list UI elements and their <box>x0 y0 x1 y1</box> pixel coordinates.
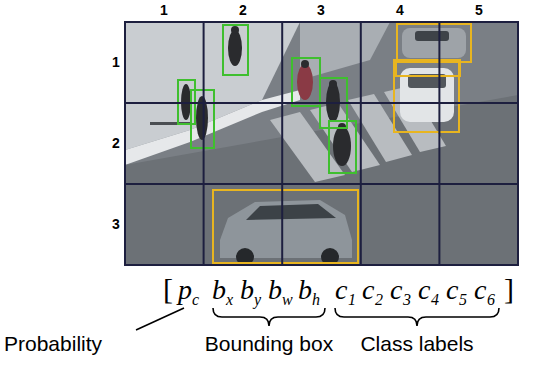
curly-brace <box>213 308 325 326</box>
grid-border <box>125 22 518 265</box>
vector-symbol: c <box>474 276 486 304</box>
vector-subscript: w <box>282 292 293 308</box>
yellow-boxes <box>213 24 471 263</box>
grid-line <box>203 22 205 265</box>
pedestrians <box>181 26 351 166</box>
car-box <box>394 60 459 132</box>
column-number: 4 <box>396 3 404 17</box>
person-head <box>329 80 337 88</box>
row-number: 3 <box>112 217 120 231</box>
vector-subscript: 6 <box>487 292 495 308</box>
car-box <box>397 24 471 62</box>
snow-patch <box>300 22 390 80</box>
row-number: 1 <box>112 55 120 69</box>
vector-subscript: x <box>226 292 233 308</box>
street-photo <box>125 22 518 266</box>
column-number: 1 <box>160 3 168 17</box>
vector-symbol: b <box>298 276 312 304</box>
braces <box>136 308 499 330</box>
curly-brace <box>335 308 499 326</box>
vector-subscript: c <box>192 292 199 308</box>
column-number: 3 <box>317 3 325 17</box>
person-box <box>329 121 356 173</box>
grid-line <box>281 22 283 265</box>
person <box>297 64 313 100</box>
vector-subscript: 4 <box>431 292 439 308</box>
green-boxes <box>178 25 356 173</box>
car-box <box>396 60 460 76</box>
person <box>333 126 351 166</box>
grid-line <box>125 183 518 185</box>
brace-label: Class labels <box>360 333 473 354</box>
grid-line <box>360 22 362 265</box>
vector-bracket: [ <box>163 274 173 304</box>
vector-symbol: p <box>178 276 192 304</box>
car-window <box>415 31 449 41</box>
cars <box>220 28 466 266</box>
vector-subscript: 3 <box>403 292 411 308</box>
vector-symbol: b <box>212 276 226 304</box>
vector-subscript: y <box>254 292 261 308</box>
vector-subscript: 1 <box>348 292 356 308</box>
column-number: 5 <box>475 3 483 17</box>
road-ground <box>125 22 518 265</box>
column-number: 2 <box>239 3 247 17</box>
vector-subscript: 2 <box>375 292 383 308</box>
person-head <box>231 26 239 34</box>
car <box>402 28 466 58</box>
vector-symbol: b <box>268 276 282 304</box>
vector-symbol: c <box>446 276 458 304</box>
person-head <box>301 60 309 68</box>
person-box <box>191 90 214 148</box>
grid-line <box>125 102 518 104</box>
car-window <box>246 204 336 220</box>
vector-subscript: 5 <box>459 292 467 308</box>
brace-label: Bounding box <box>205 333 333 354</box>
person-box <box>223 25 248 75</box>
car-box <box>213 190 358 263</box>
vector-symbol: c <box>362 276 374 304</box>
person <box>228 30 242 66</box>
vector-symbol: c <box>335 276 347 304</box>
person-box <box>292 58 320 106</box>
grid-line <box>438 22 440 265</box>
leader-line <box>136 308 184 330</box>
vector-bracket: ] <box>504 274 514 304</box>
vector-symbol: c <box>418 276 430 304</box>
vector-symbol: b <box>240 276 254 304</box>
row-number: 2 <box>112 136 120 150</box>
brace-label: Probability <box>4 333 102 354</box>
vector-symbol: c <box>390 276 402 304</box>
vector-subscript: h <box>312 292 320 308</box>
grid <box>125 22 518 265</box>
